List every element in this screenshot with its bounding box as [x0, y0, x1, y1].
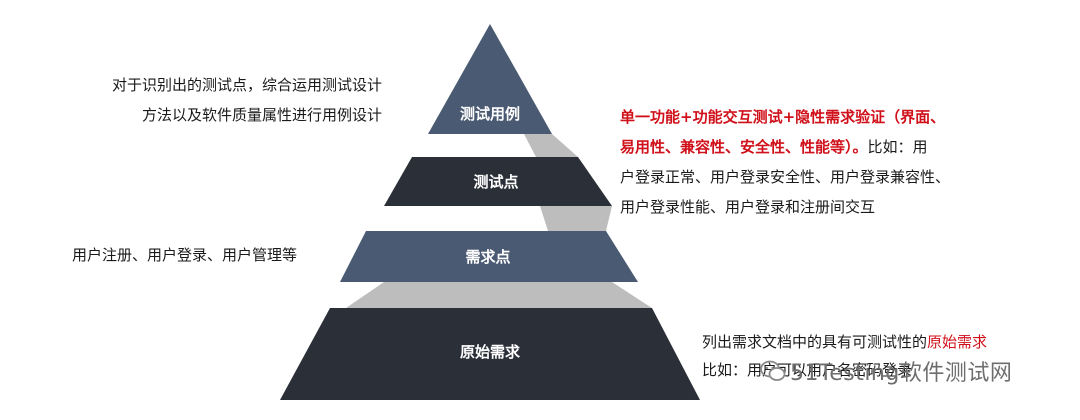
layer-label-test-point: 测试点 [473, 173, 518, 191]
note-requirement-point: 用户注册、用户登录、用户管理等 [72, 240, 297, 270]
note-original-requirement-line-1: 列出需求文档中的具有可测试性的 [702, 333, 928, 351]
connector-3-4 [346, 282, 652, 308]
layer-label-test-case: 测试用例 [460, 105, 520, 123]
note-test-point: 单一功能+功能交互测试+隐性需求验证（界面、 易用性、兼容性、安全性、性能等）。… [620, 102, 950, 222]
wechat-icon [760, 360, 786, 388]
note-test-point-line-4: 用户登录性能、用户登录和注册间交互 [620, 198, 876, 216]
connector-2-3 [540, 206, 612, 231]
pyramid-third-layer [340, 231, 638, 282]
layer-label-requirement-point: 需求点 [465, 248, 510, 266]
note-test-point-line-2-red: 易用性、兼容性、安全性、性能等）。 [620, 138, 868, 156]
note-test-point-line-1: 单一功能+功能交互测试+隐性需求验证（界面、 [620, 108, 946, 126]
note-original-requirement-line-2: 比如：用户可以用户名密码登录 [702, 361, 913, 379]
watermark-text: 51Testing软件测试网 [790, 361, 1013, 386]
note-test-case-line-1: 对于识别出的测试点，综合运用测试设计 [111, 76, 382, 94]
note-test-point-line-3: 户登录正常、用户登录安全性、用户登录兼容性、 [620, 168, 951, 186]
note-requirement-point-text: 用户注册、用户登录、用户管理等 [72, 246, 298, 264]
pyramid-bottom-layer [280, 308, 700, 400]
connector-1-2 [524, 134, 578, 157]
watermark: 51Testing软件测试网 [760, 355, 1012, 388]
pyramid-second-layer [384, 157, 612, 206]
note-test-case-line-2: 方法以及软件质量属性进行用例设计 [141, 106, 382, 124]
note-test-point-line-2: 比如：用 [867, 138, 928, 156]
note-test-case: 对于识别出的测试点，综合运用测试设计 方法以及软件质量属性进行用例设计 [40, 70, 382, 130]
note-original-requirement: 列出需求文档中的具有可测试性的原始需求 比如：用户可以用户名密码登录 [702, 328, 987, 384]
pyramid-top-layer [428, 24, 552, 134]
layer-label-original-requirement: 原始需求 [460, 343, 521, 361]
note-original-requirement-highlight: 原始需求 [927, 333, 988, 351]
